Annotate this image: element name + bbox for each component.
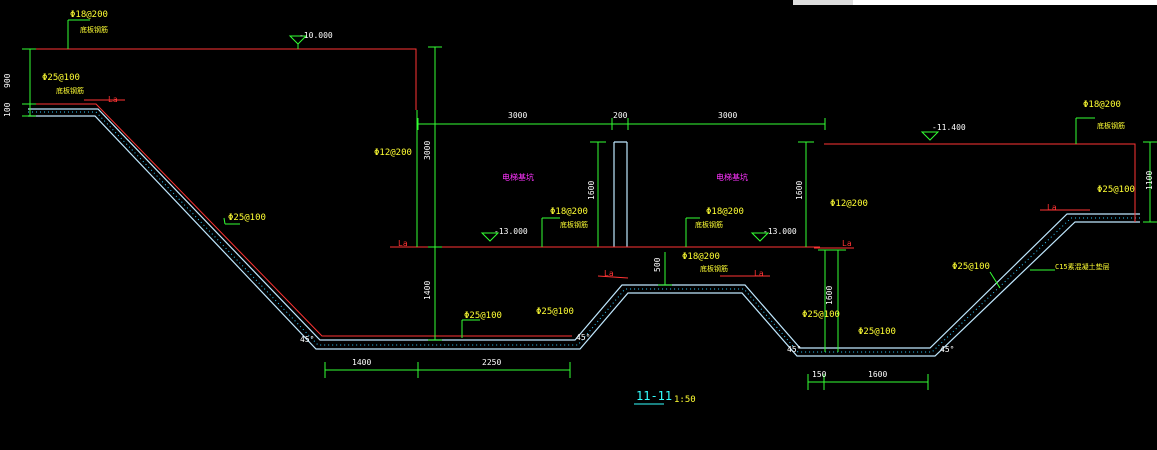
rebar-label-right-slab: Φ25@100	[1097, 185, 1135, 195]
rebar-label-right-slope: Φ25@100	[952, 262, 990, 272]
left-slab-top	[28, 108, 1140, 349]
rebar-label-left-slab: Φ25@100	[42, 73, 80, 83]
rebar-note-pit-right: 底板钢筋	[695, 221, 723, 229]
dim-100: 100	[3, 102, 12, 117]
cushion-hatch	[28, 111, 1140, 353]
window-strip-right	[853, 0, 1157, 5]
concrete-outline	[28, 108, 1140, 357]
window-strip-left	[793, 0, 853, 5]
dim-1400-vertical: 1400	[423, 280, 432, 300]
elevation-top-left: -10.000	[299, 31, 333, 40]
elevation-pit-left: -13.000	[494, 227, 528, 236]
dim-1400-bottom: 1400	[352, 358, 372, 367]
anchor-label-3: La	[604, 269, 614, 278]
rebar-note-top-right: 底板钢筋	[1097, 122, 1125, 130]
dim-900: 900	[3, 73, 12, 88]
dim-2250: 2250	[482, 358, 502, 367]
pit-label-right: 电梯基坑	[716, 173, 748, 182]
dim-3000-right: 3000	[718, 111, 738, 120]
rebar-label-bottom-mid: Φ25@100	[536, 307, 574, 317]
rebar-note-pit-left: 底板钢筋	[560, 221, 588, 229]
rebar-label-wall-left: Φ12@200	[374, 148, 412, 158]
dim-1600-right-vertical: 1600	[795, 180, 804, 200]
dim-200: 200	[613, 111, 628, 120]
anchor-label-2: La	[398, 239, 408, 248]
rebar-label-slope: Φ25@100	[228, 213, 266, 223]
level-markers	[288, 35, 940, 242]
rebar-label-bottom-right: Φ25@100	[802, 310, 840, 320]
dim-1100: 1100	[1145, 170, 1154, 190]
elevation-pit-right: -13.000	[763, 227, 797, 236]
cushion-note: C15素混凝土垫层	[1055, 263, 1110, 271]
rebar-label-top-right: Φ18@200	[1083, 100, 1121, 110]
dim-3000-vertical: 3000	[423, 140, 432, 160]
left-slab-bottom	[28, 115, 1140, 357]
rebar-lines	[28, 48, 1136, 337]
drawing-scale: 1:50	[674, 395, 696, 405]
dim-1600-lower-vertical: 1600	[825, 285, 834, 305]
anchor-label-6: La	[1047, 203, 1057, 212]
angle-label-left: 45°	[300, 335, 315, 344]
dim-500: 500	[653, 257, 662, 272]
dim-3000-left: 3000	[508, 111, 528, 120]
pit-label-left: 电梯基坑	[502, 173, 534, 182]
rebar-note-hump: 底板钢筋	[700, 265, 728, 273]
dimension-lines	[22, 19, 1157, 390]
anchor-label-4: La	[754, 269, 764, 278]
angle-label-right-2: 45°	[940, 345, 955, 354]
anchor-label-1: La	[108, 95, 118, 104]
angle-label-right: 45°	[787, 345, 802, 354]
inner-wall	[613, 141, 628, 247]
dim-1600-left-vertical: 1600	[587, 180, 596, 200]
dim-1600-bottom: 1600	[868, 370, 888, 379]
dim-150: 150	[812, 370, 827, 379]
rebar-label-pit-right: Φ18@200	[706, 207, 744, 217]
angle-label-mid: 45°	[576, 333, 591, 342]
anchor-label-5: La	[842, 239, 852, 248]
elevation-top-right: -11.400	[932, 123, 966, 132]
rebar-label-bottom-left: Φ25@100	[464, 311, 502, 321]
rebar-label-top-left: Φ18@200	[70, 10, 108, 20]
rebar-label-bottom-right-2: Φ25@100	[858, 327, 896, 337]
drawing-title: 11-11	[636, 389, 673, 403]
rebar-note-top-left: 底板钢筋	[80, 26, 108, 34]
rebar-label-hump: Φ18@200	[682, 252, 720, 262]
rebar-note-left-slab: 底板钢筋	[56, 87, 84, 95]
rebar-label-wall-right: Φ12@200	[830, 199, 868, 209]
rebar-label-pit-left: Φ18@200	[550, 207, 588, 217]
